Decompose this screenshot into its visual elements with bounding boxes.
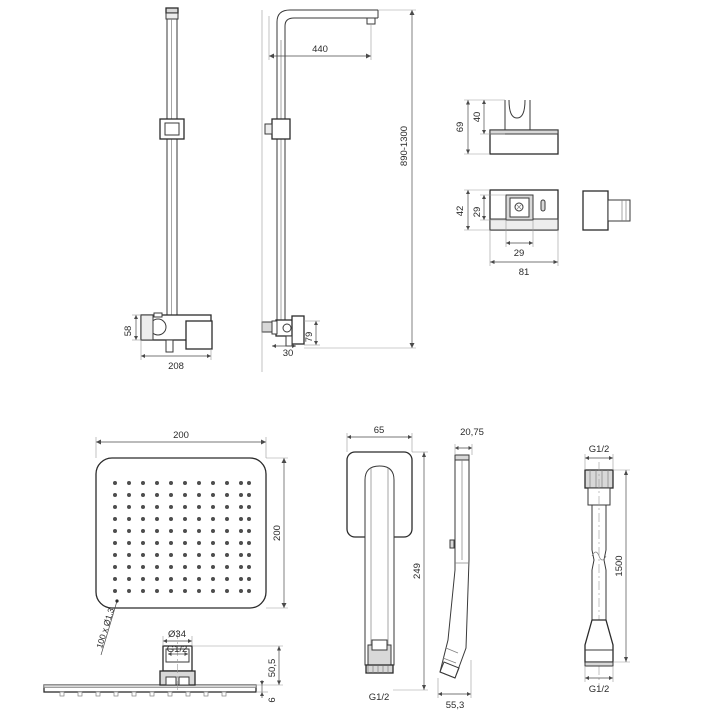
dim-valve-height: 58 <box>123 326 134 337</box>
dim-bracket-depth: 81 <box>519 267 530 278</box>
dims-hand-shower-side: 20,75 55,3 <box>437 427 484 711</box>
dim-wall-offset: 30 <box>283 348 294 359</box>
dims-wall-bracket-front: 42 29 29 81 <box>455 189 559 278</box>
dim-valve-width: 208 <box>168 361 184 372</box>
dims-shower-head-side: Ø34 G1/2 50,5 6 <box>162 629 283 703</box>
dim-head-depth: 200 <box>272 525 283 541</box>
view-column-side <box>261 9 379 347</box>
dims-hose: G1/2 1500 G1/2 <box>584 444 630 695</box>
view-shower-head-side <box>43 630 257 697</box>
dim-connector-height: 50,5 <box>267 659 278 678</box>
dim-outlet-height: 79 <box>304 332 315 343</box>
dim-connector-diameter: Ø34 <box>168 629 186 640</box>
shower-head-nozzle-grid <box>113 481 251 593</box>
dim-plate-thickness: 6 <box>267 697 278 702</box>
dim-handle-thread: G1/2 <box>369 692 390 703</box>
dim-hose-length: 1500 <box>614 555 625 576</box>
view-shower-head-plan <box>95 457 267 609</box>
dim-bracket-total-height: 69 <box>455 122 466 133</box>
dim-riser-height: 890-1300 <box>399 126 410 166</box>
dim-handle-length: 249 <box>412 563 423 579</box>
dim-bracket-body-height: 42 <box>455 206 466 217</box>
view-wall-bracket-front <box>489 189 559 231</box>
view-wall-bracket-side <box>489 99 559 155</box>
dims-hand-shower-front: 65 249 G1/2 <box>346 425 428 703</box>
view-wall-bracket-profile <box>582 190 631 231</box>
dims-wall-bracket-side: 69 40 <box>455 99 505 155</box>
dims-column-front: 58 208 <box>123 314 212 372</box>
dim-handle-width: 65 <box>374 425 385 436</box>
dim-bracket-hook-height: 40 <box>472 112 483 123</box>
dim-head-width: 200 <box>173 430 189 441</box>
view-hand-shower-side <box>439 454 470 679</box>
dim-handle-depth: 20,75 <box>460 427 484 438</box>
view-column-front <box>140 7 213 353</box>
dim-hose-thread-bottom: G1/2 <box>589 684 610 695</box>
view-hose <box>584 462 614 690</box>
dim-handle-profile-width: 55,3 <box>446 700 465 711</box>
dim-connector-thread: G1/2 <box>167 644 188 655</box>
dims-column-side: 440 890-1300 30 79 <box>261 9 416 372</box>
dim-hose-thread-top: G1/2 <box>589 444 610 455</box>
view-hand-shower-front <box>346 451 413 674</box>
dim-bracket-inner-width: 29 <box>514 248 525 259</box>
dim-bracket-inner-height: 29 <box>472 207 483 218</box>
dim-arm-reach: 440 <box>312 44 328 55</box>
